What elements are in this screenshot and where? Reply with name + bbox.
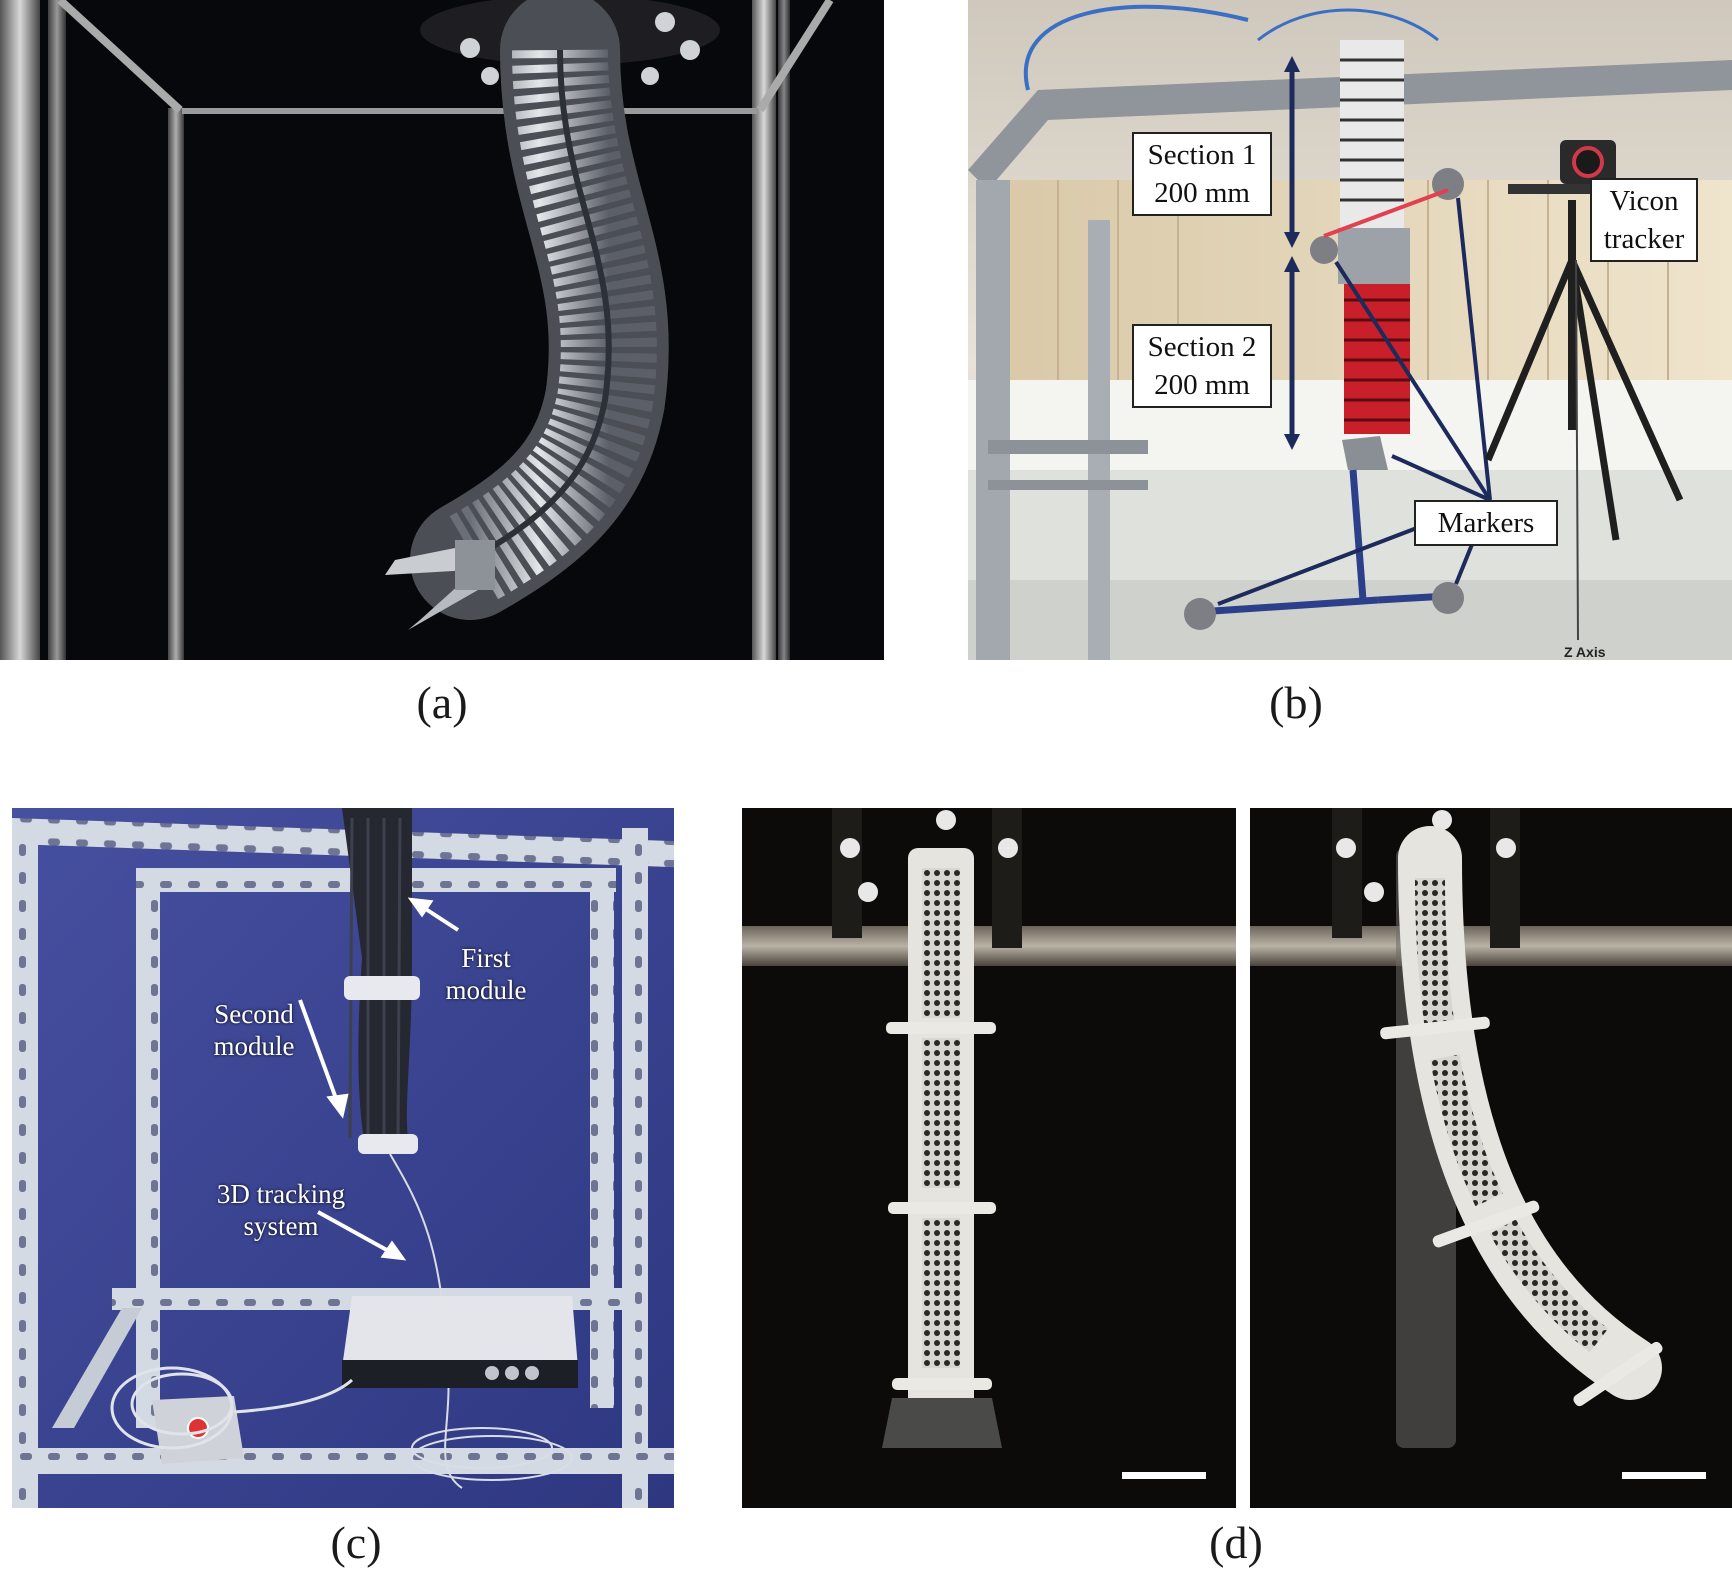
- panel-c-caption: (c): [330, 1517, 382, 1568]
- straight-arm-photo: [742, 808, 1236, 1508]
- scale-bar: [1122, 1472, 1206, 1479]
- experimental-setup-photo: [968, 0, 1732, 660]
- bent-arm-photo: [1250, 808, 1732, 1508]
- panel-a-caption: (a): [416, 677, 468, 728]
- panel-d-caption: (d): [1209, 1517, 1263, 1568]
- panel-b-photo: Section 1 200 mm Section 2 200 mm Vicon …: [968, 0, 1732, 660]
- panel-a-photo: [0, 0, 884, 660]
- tracking-system-label: 3D tracking system: [216, 1179, 346, 1241]
- scale-bar: [1622, 1472, 1706, 1479]
- soft-robot-arm-render: [0, 0, 884, 660]
- vicon-tracker-label: Vicon tracker: [1590, 178, 1698, 262]
- tracking-setup-photo: [12, 808, 674, 1508]
- panel-d-left-photo: [742, 808, 1236, 1508]
- panel-b-caption: (b): [1269, 677, 1323, 728]
- z-axis-label: Z Axis: [1564, 644, 1606, 660]
- section-1-label: Section 1 200 mm: [1132, 132, 1272, 216]
- markers-label: Markers: [1414, 500, 1558, 546]
- panel-d-right-photo: [1250, 808, 1732, 1508]
- section-2-label: Section 2 200 mm: [1132, 324, 1272, 408]
- first-module-label: First module: [445, 943, 527, 1005]
- panel-c-photo: First module Second module 3D tracking s…: [12, 808, 674, 1508]
- second-module-label: Second module: [213, 999, 295, 1061]
